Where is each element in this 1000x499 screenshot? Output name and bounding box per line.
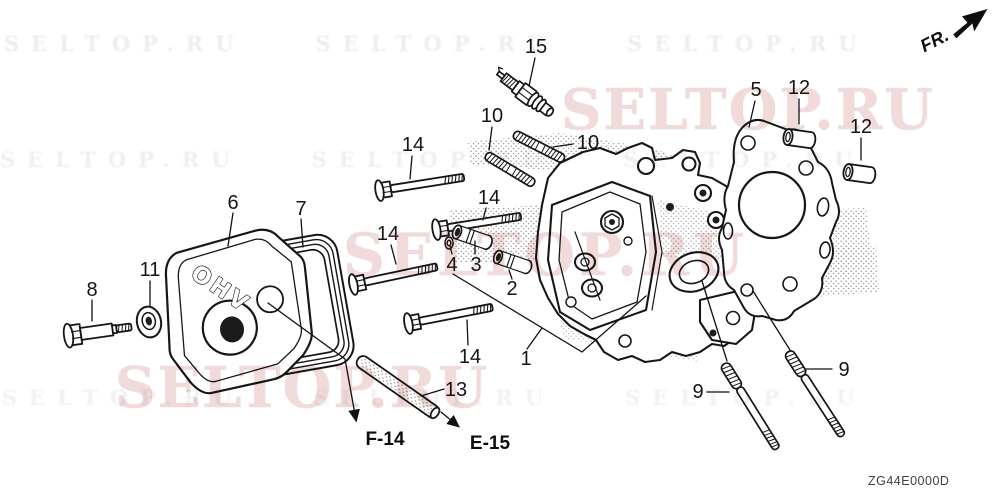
callout-12-a: 12 [788,77,810,99]
flange-bolt-14-a [372,165,467,203]
stud-9-right [782,348,848,440]
fr-direction-arrow: FR. [917,9,988,56]
callout-15: 15 [525,36,547,58]
callout-11: 11 [140,259,161,281]
callout-10-b: 10 [577,132,599,154]
callout-8: 8 [86,279,97,301]
spark-plug [495,66,555,117]
callout-7: 7 [295,198,306,220]
part-code: ZG44E0000D [868,474,949,488]
dowel-pin-12-right [841,162,878,185]
flange-bolt-14-d [401,296,496,336]
callout-1: 1 [520,348,531,370]
head-gasket [718,118,840,322]
callout-14-a: 14 [402,134,424,156]
washer-11 [135,305,163,339]
callout-13: 13 [445,379,467,401]
ref-label-e15: E-15 [470,433,511,454]
fr-label: FR. [917,25,952,56]
callout-2: 2 [506,278,517,300]
callout-14-c: 14 [377,223,399,245]
callout-9-a: 9 [692,381,703,403]
cover-bolt-8 [62,322,133,349]
ref-label-f14: F-14 [365,429,405,450]
callout-4: 4 [446,254,457,276]
valve-cover: OHV [164,228,313,395]
callout-5: 5 [750,79,761,101]
dowel-pin-12-left [781,127,818,150]
stud-9-left [718,360,783,453]
flange-bolt-14-c [346,255,441,297]
callout-14-b: 14 [478,187,500,209]
washer-4 [444,236,454,250]
callout-10-a: 10 [481,105,503,127]
callout-3: 3 [470,254,481,276]
callout-12-b: 12 [850,116,872,138]
callout-14-d: 14 [459,346,481,368]
callout-9-b: 9 [838,359,849,381]
breather-tube-13 [355,355,441,420]
leader-lines [91,57,862,428]
callout-6: 6 [227,192,238,214]
